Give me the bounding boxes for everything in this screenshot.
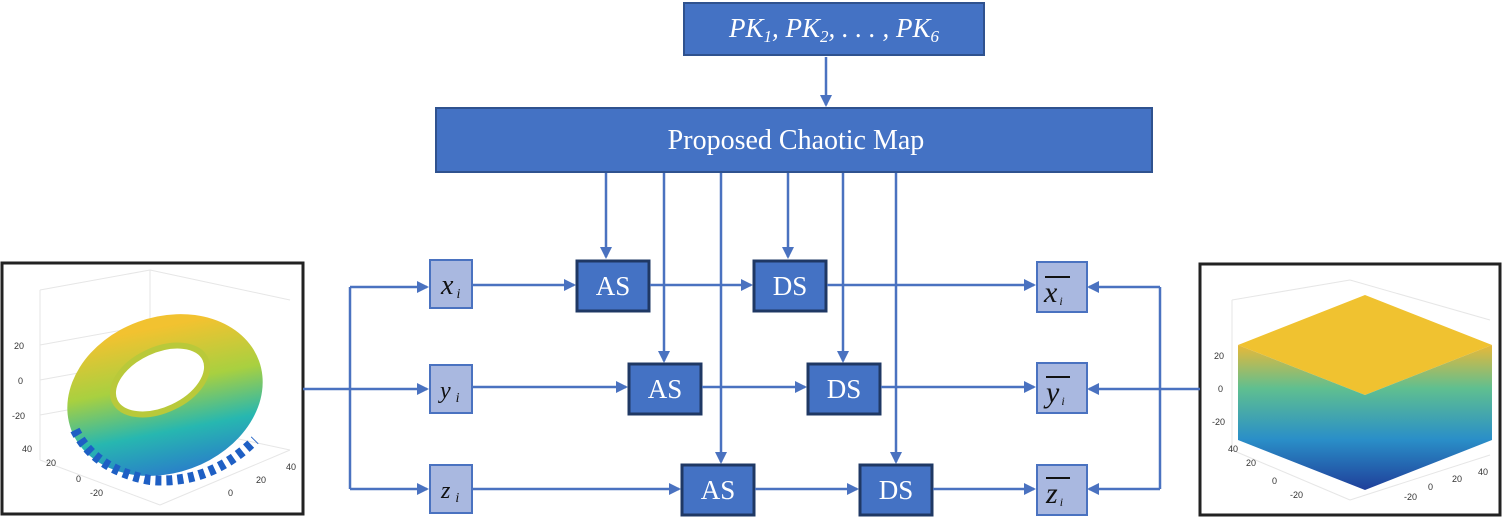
svg-text:0: 0: [228, 488, 233, 498]
output-y-box: [1036, 362, 1088, 414]
svg-text:-20: -20: [1404, 492, 1417, 502]
svg-text:20: 20: [1246, 458, 1256, 468]
svg-text:0: 0: [1428, 482, 1433, 492]
key-2: PK: [784, 13, 821, 43]
svg-text:0: 0: [76, 474, 81, 484]
input-image: 20 0 -20 40 20 0 -20 0 20 40: [0, 261, 305, 516]
svg-text:20: 20: [14, 341, 24, 351]
svg-text:40: 40: [1478, 467, 1488, 477]
svg-text:40: 40: [22, 444, 32, 454]
svg-text:PK1, PK2, . . . , PK6: PK1, PK2, . . . , PK6: [728, 13, 940, 46]
noise-cube-figure: [1238, 295, 1492, 490]
key-1: PK: [728, 13, 765, 43]
ds-box-1: [752, 259, 828, 313]
svg-text:20: 20: [46, 458, 56, 468]
as-label-2: AS: [648, 374, 683, 404]
keys-ellipsis: . . . ,: [842, 13, 889, 43]
output-x-box: [1036, 261, 1088, 313]
svg-text:-20: -20: [12, 411, 25, 421]
key-6: PK: [895, 13, 932, 43]
ds-label-2: DS: [827, 374, 862, 404]
key-1-sub: 1: [763, 27, 772, 46]
input-z-box: [429, 464, 473, 514]
svg-text:20: 20: [1214, 351, 1224, 361]
svg-text:40: 40: [286, 462, 296, 472]
as-label-1: AS: [596, 271, 631, 301]
key-2-sub: 2: [820, 27, 829, 46]
input-y-box: [429, 364, 473, 414]
ds-label-3: DS: [879, 475, 914, 505]
torus-figure: [67, 314, 263, 486]
as-label-3: AS: [701, 475, 736, 505]
ds-box-3: [858, 463, 934, 517]
svg-text:0: 0: [1218, 384, 1223, 394]
as-box-2: [627, 362, 703, 416]
input-splitter: [303, 281, 429, 495]
key-6-sub: 6: [931, 27, 940, 46]
ds-label-1: DS: [773, 271, 808, 301]
svg-text:0: 0: [1272, 476, 1277, 486]
keys-box: PK1, PK2, . . . , PK6: [683, 2, 985, 56]
map-output-arrows: [600, 173, 902, 464]
svg-text:-20: -20: [90, 488, 103, 498]
ds-box-2: [806, 362, 882, 416]
svg-text:40: 40: [1228, 444, 1238, 454]
output-z-box: [1036, 464, 1088, 516]
as-box-1: [575, 259, 651, 313]
svg-text:-20: -20: [1212, 417, 1225, 427]
svg-text:-20: -20: [1290, 490, 1303, 500]
svg-text:20: 20: [256, 475, 266, 485]
chaotic-map-box: Proposed Chaotic Map: [435, 107, 1153, 173]
svg-text:20: 20: [1452, 474, 1462, 484]
chaotic-map-label: Proposed Chaotic Map: [668, 125, 925, 156]
input-x-box: [429, 259, 473, 309]
as-box-3: [680, 463, 756, 517]
output-splitter: [1087, 281, 1200, 495]
svg-text:0: 0: [18, 376, 23, 386]
output-image: 20 0 -20 40 20 0 -20 -20 0 20 40: [1198, 262, 1502, 517]
